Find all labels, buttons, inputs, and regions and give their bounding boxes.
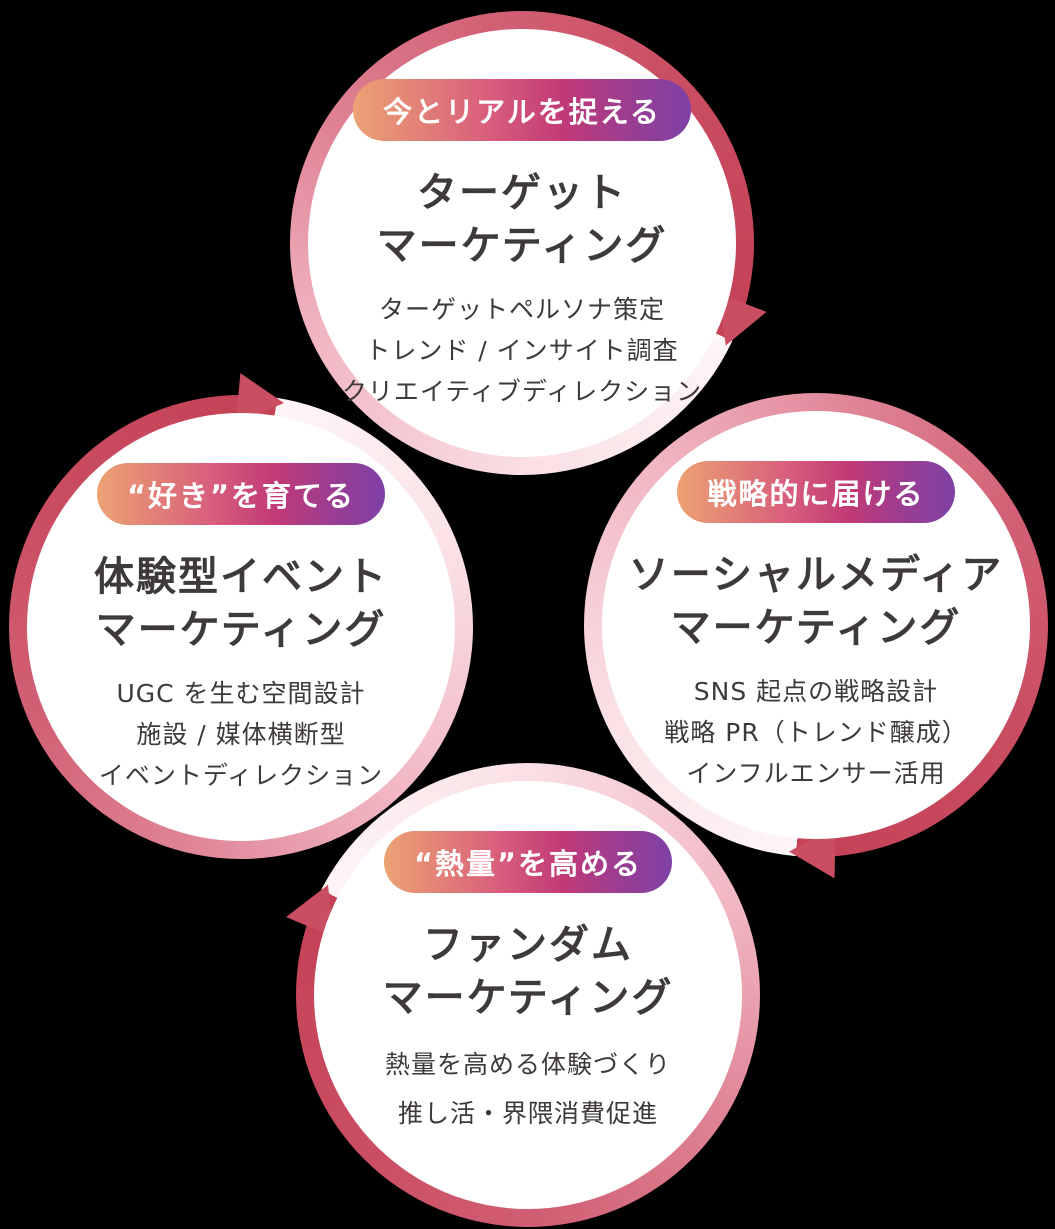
node-service-item: イベントディレクション [98,761,384,791]
phase-badge: “熱量”を高める [383,831,673,893]
cycle-node-social-media-marketing: 戦略的に届ける ソーシャルメディア マーケティング SNS 起点の戦略設計 戦略… [584,393,1048,879]
node-title-line: マーケティング [382,975,674,1022]
node-service-item: インフルエンサー活用 [686,759,946,789]
node-service-item: トレンド / インサイト調査 [365,336,679,366]
node-service-item: 推し活・界隈消費促進 [397,1099,658,1129]
node-title-line: マーケティング [95,607,387,654]
cycle-node-target-marketing: 今とリアルを捉える ターゲット マーケティング ターゲットペルソナ策定 トレンド… [290,11,767,475]
node-service-item: SNS 起点の戦略設計 [693,677,939,707]
node-service-item: 施設 / 媒体横断型 [136,720,346,750]
node-circle: “熱量”を高める ファンダム マーケティング 熱量を高める体験づくり 推し活・界… [314,781,742,1209]
phase-badge: 今とリアルを捉える [353,79,691,141]
node-title: ソーシャルメディア マーケティング [629,549,1003,655]
node-service-item: ターゲットペルソナ策定 [378,295,665,325]
node-service-item: UGC を生む空間設計 [116,679,366,709]
node-title-line: 体験型イベント [94,554,388,600]
node-service-list: SNS 起点の戦略設計 戦略 PR（トレンド醸成） インフルエンサー活用 [664,671,967,794]
node-title-line: マーケティング [670,605,962,652]
node-title: ターゲット マーケティング [377,167,668,273]
node-service-list: UGC を生む空間設計 施設 / 媒体横断型 イベントディレクション [99,673,383,796]
phase-badge: “好き”を育てる [96,463,386,525]
node-circle: 今とリアルを捉える ターゲット マーケティング ターゲットペルソナ策定 トレンド… [308,29,736,457]
node-service-item: クリエイティブディレクション [341,377,703,407]
node-service-item: 熱量を高める体験づくり [384,1050,671,1080]
node-circle: 戦略的に届ける ソーシャルメディア マーケティング SNS 起点の戦略設計 戦略… [602,411,1030,839]
cycle-node-fandom-marketing: “熱量”を高める ファンダム マーケティング 熱量を高める体験づくり 推し活・界… [286,763,760,1227]
node-service-item: 戦略 PR（トレンド醸成） [664,718,968,748]
node-title-line: ファンダム [423,922,633,968]
cycle-node-event-marketing: “好き”を育てる 体験型イベント マーケティング UGC を生む空間設計 施設 … [9,373,473,859]
node-title: 体験型イベント マーケティング [94,551,388,657]
node-title-line: ターゲット [417,170,627,216]
node-service-list: 熱量を高める体験づくり 推し活・界隈消費促進 [385,1041,671,1139]
node-circle: “好き”を育てる 体験型イベント マーケティング UGC を生む空間設計 施設 … [27,413,455,841]
node-title-line: ソーシャルメディア [628,552,1004,598]
node-service-list: ターゲットペルソナ策定 トレンド / インサイト調査 クリエイティブディレクショ… [342,289,702,412]
node-title: ファンダム マーケティング [383,919,674,1025]
node-title-line: マーケティング [376,223,668,270]
phase-badge: 戦略的に届ける [677,461,955,523]
